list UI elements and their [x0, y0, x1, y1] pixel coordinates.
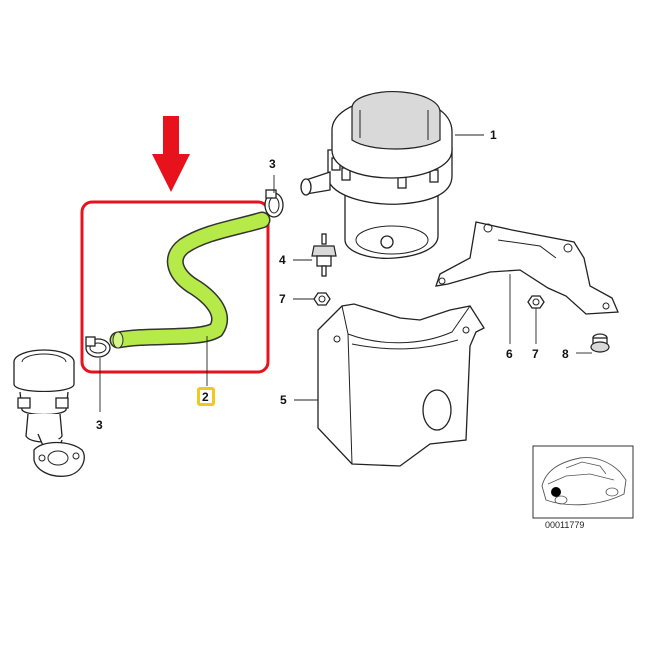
highlight-frame — [80, 200, 270, 374]
callout-2: 2 — [202, 390, 209, 404]
callout-7-right: 7 — [532, 347, 539, 361]
valve — [13, 349, 85, 477]
callout-8: 8 — [562, 347, 569, 361]
callout-5: 5 — [280, 393, 287, 407]
attention-arrow — [152, 116, 190, 192]
callout-7-left: 7 — [279, 292, 286, 306]
heat-shield — [317, 303, 485, 467]
callout-3-lower: 3 — [96, 418, 103, 432]
car-location-inset: 00011779 — [532, 445, 634, 530]
rubber-mount — [311, 233, 337, 277]
callout-2-badge: 2 — [197, 387, 215, 406]
nut-left — [313, 292, 331, 306]
hose-clamp-lower — [85, 336, 111, 358]
location-marker-icon — [551, 487, 561, 497]
bolt — [590, 333, 610, 353]
callout-3-upper: 3 — [269, 157, 276, 171]
hose-clamp-upper — [264, 189, 284, 218]
air-pump — [300, 91, 453, 259]
callout-1: 1 — [490, 128, 497, 142]
car-outline-icon — [541, 457, 627, 506]
bracket — [435, 221, 619, 315]
callout-6: 6 — [506, 347, 513, 361]
nut-right — [527, 295, 545, 309]
inset-code: 00011779 — [545, 520, 584, 530]
hose-part-2 — [109, 211, 271, 349]
callout-4: 4 — [279, 253, 286, 267]
leader-lines — [99, 134, 592, 412]
